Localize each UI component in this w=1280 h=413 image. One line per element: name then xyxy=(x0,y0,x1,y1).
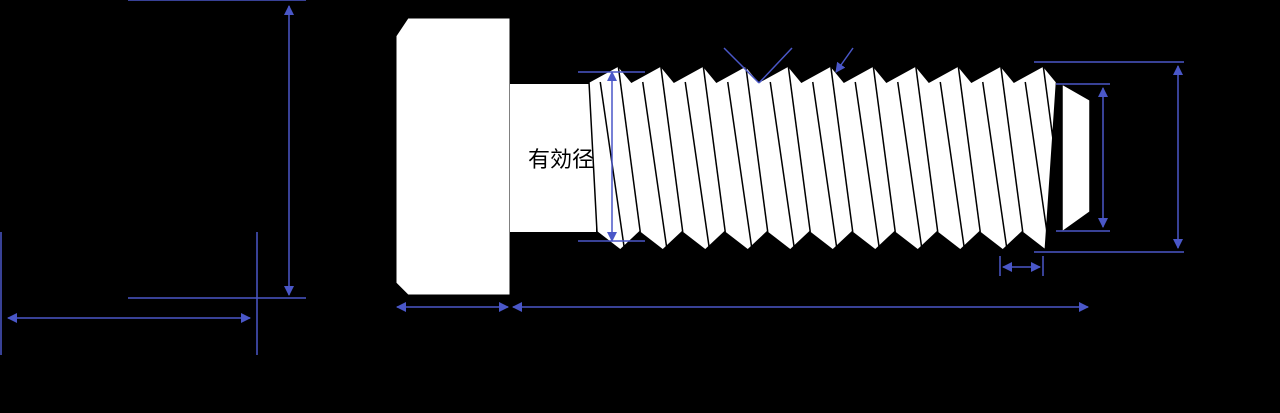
thread-flank-line xyxy=(727,81,753,249)
thread-flank-line xyxy=(660,65,684,233)
thread-outline xyxy=(588,65,1058,252)
thread-angle-line-left xyxy=(723,47,760,84)
thread-flank-line xyxy=(812,81,838,249)
thread-angle-line-right xyxy=(758,47,793,84)
thread-flank-line xyxy=(897,81,923,249)
thread-flank-line xyxy=(939,81,965,249)
thread-flank-line xyxy=(1000,65,1024,233)
thread-flank-line xyxy=(745,65,769,233)
bolt-head xyxy=(395,17,511,296)
thread-flank-line xyxy=(915,65,939,233)
thread-flank-line xyxy=(642,81,668,249)
thread-flank-line xyxy=(830,65,854,233)
left-dimension-group xyxy=(0,0,306,355)
right-dimension-group xyxy=(396,47,1184,312)
thread-flank-line xyxy=(684,81,710,249)
thread-flank-line xyxy=(617,65,641,233)
effective-diameter-label: 有効径 xyxy=(528,148,594,173)
bolt-shank xyxy=(510,84,596,232)
thread-flank-line xyxy=(702,65,726,233)
thread-flank-line xyxy=(872,65,896,233)
thread-flank-line xyxy=(982,81,1008,249)
thread-crest-pointer-arrow xyxy=(835,47,854,73)
bolt-tip-chamfer xyxy=(1061,82,1091,234)
thread-flank-line xyxy=(1024,81,1050,249)
thread-flank-line xyxy=(787,65,811,233)
thread-flank-line xyxy=(769,81,795,249)
thread-flank-line xyxy=(854,81,880,249)
bolt-thread xyxy=(588,65,1066,252)
thread-flank-line xyxy=(957,65,981,233)
